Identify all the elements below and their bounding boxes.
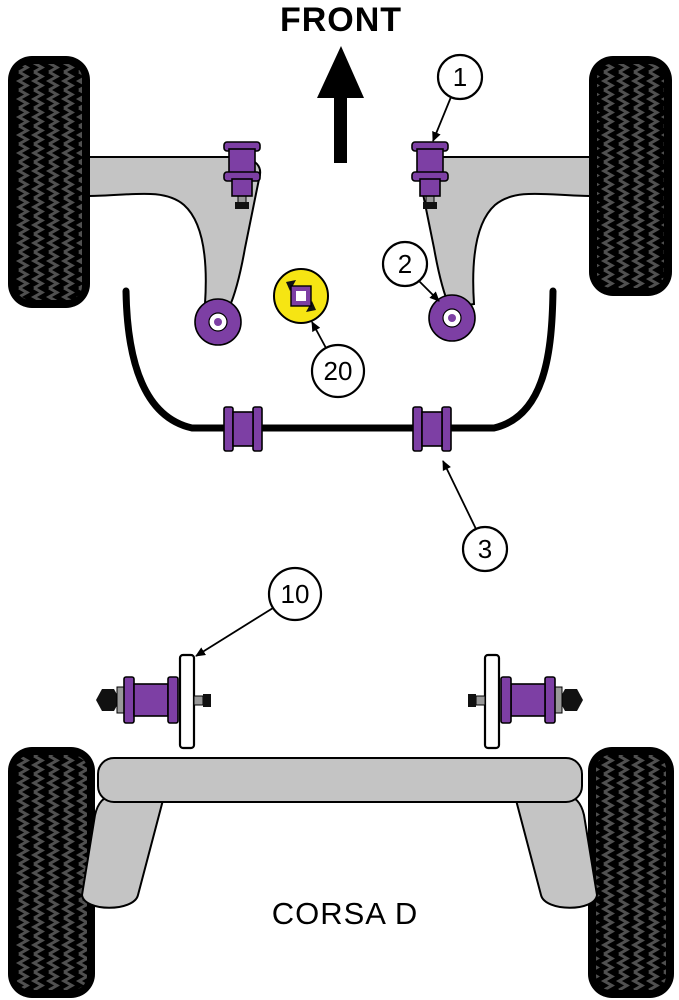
callout-2-number: 2 bbox=[398, 249, 412, 279]
callout-10: 10 bbox=[267, 566, 323, 622]
front-direction-arrow-icon bbox=[317, 46, 364, 163]
callout-2-leader bbox=[418, 280, 440, 302]
callout-20: 20 bbox=[310, 343, 366, 399]
callout-2: 2 bbox=[381, 240, 429, 288]
rear-beam-mount-right bbox=[468, 653, 583, 750]
arm-insert-part bbox=[273, 268, 329, 324]
tire-front-left bbox=[8, 56, 90, 308]
callout-20-number: 20 bbox=[324, 356, 353, 386]
callout-10-number: 10 bbox=[281, 579, 310, 609]
top-mount-bush-left bbox=[223, 141, 261, 209]
callout-1-number: 1 bbox=[453, 62, 467, 92]
callout-1-leader bbox=[432, 96, 452, 142]
front-control-arm-left bbox=[88, 156, 262, 310]
anti-roll-bar-bush-left bbox=[223, 406, 263, 452]
callout-1: 1 bbox=[436, 53, 484, 101]
tire-rear-left bbox=[8, 747, 95, 998]
arm-rear-bush-right bbox=[428, 294, 476, 342]
rear-beam-mount-left bbox=[96, 653, 211, 750]
callout-3: 3 bbox=[461, 525, 509, 573]
rear-axle-beam bbox=[80, 757, 599, 909]
anti-roll-bar-bush-right bbox=[412, 406, 452, 452]
callout-20-leader bbox=[311, 321, 327, 349]
top-mount-bush-right bbox=[411, 141, 449, 209]
anti-roll-bar bbox=[122, 287, 557, 432]
arm-rear-bush-left bbox=[194, 298, 242, 346]
tire-front-right bbox=[589, 56, 672, 296]
tire-rear-right bbox=[588, 747, 674, 998]
callout-10-leader bbox=[195, 607, 274, 657]
model-label: CORSA D bbox=[272, 896, 419, 931]
callout-3-number: 3 bbox=[478, 534, 492, 564]
front-label: FRONT bbox=[280, 1, 402, 39]
callout-3-leader bbox=[442, 460, 477, 530]
